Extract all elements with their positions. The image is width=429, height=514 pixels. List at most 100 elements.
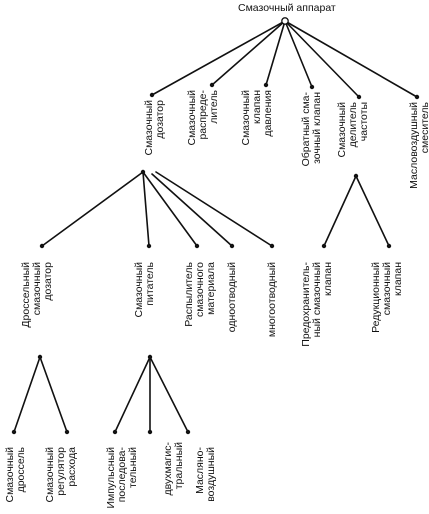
node-delitel-label: Смазочныйделительчастоты bbox=[336, 101, 370, 157]
root-label: Смазочный аппарат bbox=[238, 2, 336, 14]
node-raspredelitel-label-line: Смазочный bbox=[186, 90, 198, 146]
edge-dosator-raspylitel bbox=[142, 171, 198, 247]
node-dosator-branch-dot bbox=[140, 169, 146, 175]
node-maslovozdushny-dot bbox=[185, 429, 191, 435]
node-smesitel-label-line: смеситель bbox=[419, 101, 429, 153]
edge-root-smesitel bbox=[284, 20, 418, 98]
node-maslovozdushny-label-line: Масляно- bbox=[194, 447, 206, 494]
node-drossel-branch-dot bbox=[37, 354, 43, 360]
node-odnootvodny-dot bbox=[229, 243, 235, 249]
node-mnogootvodny-dot bbox=[269, 243, 275, 249]
node-klapan-label-line: клапан bbox=[251, 90, 263, 124]
node-raspylitel-dot bbox=[194, 243, 200, 249]
node-odnootvodny-label-line: одноотводный bbox=[226, 262, 238, 332]
node-predohranitelny-label-line: ный смазочный bbox=[311, 262, 323, 337]
node-impulsny-dot bbox=[112, 429, 118, 435]
node-redukcionny-label-line: смазочный bbox=[381, 262, 393, 315]
edge-drossel-drossel bbox=[13, 356, 41, 433]
node-impulsny-label-line: последова- bbox=[116, 447, 128, 503]
edge-dosator-pitatel bbox=[142, 171, 150, 247]
node-drossel_dosator-label-line: смазочный bbox=[31, 262, 43, 315]
node-predohranitelny-label: Предохранитель-ный смазочныйклапан bbox=[300, 262, 334, 347]
node-redukcionny-label: Редукционныйсмазочныйклапан bbox=[370, 262, 404, 333]
node-klapan-label-line: Смазочный bbox=[240, 90, 252, 146]
node-regulyator-label-line: регулятор bbox=[55, 447, 67, 496]
node-drossel_dosator-dot bbox=[39, 243, 45, 249]
edge-dosator-drossel_dosator bbox=[41, 171, 144, 247]
node-pitatel-label-line: Смазочный bbox=[133, 262, 145, 318]
node-smesitel-label-line: Масловоздушный bbox=[408, 102, 420, 189]
edge-pitatel-maslovozdushny bbox=[149, 356, 189, 433]
edge-root-delitel bbox=[284, 20, 360, 98]
node-drossel-dot bbox=[11, 429, 17, 435]
node-drossel_dosator-label: Дроссельныйсмазочныйдозатор bbox=[20, 262, 54, 328]
node-maslovozdushny-label-line: воздушный bbox=[205, 447, 217, 502]
edge-dosator-odnootvodny bbox=[151, 173, 233, 247]
node-pitatel-branch-dot bbox=[147, 354, 153, 360]
node-pitatel-label-line: питатель bbox=[144, 261, 156, 305]
node-obratny-label: Обратный сма-зочный клапан bbox=[300, 92, 323, 167]
edge-delitel-redukcionny bbox=[355, 175, 390, 247]
node-predohranitelny-label-line: клапан bbox=[322, 262, 334, 296]
node-predohranitelny-dot bbox=[321, 243, 327, 249]
node-drossel_dosator-label-line: Дроссельный bbox=[20, 262, 32, 328]
node-regulyator-dot bbox=[64, 429, 70, 435]
node-raspylitel-label-line: Распылитель bbox=[183, 261, 195, 326]
node-redukcionny-label-line: Редукционный bbox=[370, 262, 382, 333]
edge-root-raspredelitel bbox=[211, 20, 286, 86]
node-dosator-label-line: дозатор bbox=[154, 100, 166, 139]
node-delitel-branch-dot bbox=[353, 173, 359, 179]
edge-delitel-predohranitelny bbox=[323, 175, 357, 247]
node-regulyator-label: Смазочныйрегуляторрасхода bbox=[44, 447, 78, 503]
edge-root-klapan bbox=[265, 20, 286, 86]
node-smesitel-label: Масловоздушныйсмеситель bbox=[408, 101, 429, 188]
node-raspylitel-label-line: смазочного bbox=[194, 262, 206, 317]
node-klapan-label-line: давления bbox=[262, 90, 274, 137]
node-impulsny-label-line: тельный bbox=[127, 447, 139, 488]
node-dosator-label: Смазочныйдозатор bbox=[143, 100, 166, 156]
node-mnogootvodny-label: многоотводный bbox=[266, 262, 278, 337]
node-delitel-label-line: частоты bbox=[358, 102, 370, 141]
node-pitatel-dot bbox=[146, 243, 152, 249]
node-pitatel-label: Смазочныйпитатель bbox=[133, 261, 156, 317]
node-drossel-label: Смазочныйдроссель bbox=[4, 446, 27, 502]
edge-root-dosator bbox=[151, 20, 286, 96]
node-smesitel-dot bbox=[414, 94, 420, 100]
node-dosator-label-line: Смазочный bbox=[143, 100, 155, 156]
node-redukcionny-label-line: клапан bbox=[392, 262, 404, 296]
node-klapan-label: Смазочныйклапандавления bbox=[240, 90, 274, 146]
edge-root-obratny bbox=[284, 20, 313, 88]
node-impulsny-label-line: Импульсный bbox=[105, 447, 117, 509]
node-klapan-dot bbox=[263, 82, 269, 88]
node-obratny-label-line: зочный клапан bbox=[311, 92, 323, 164]
node-regulyator-label-line: Смазочный bbox=[44, 447, 56, 503]
root-node bbox=[281, 17, 289, 25]
node-raspredelitel-label: Смазочныйраспреде-литель bbox=[186, 89, 220, 145]
node-predohranitelny-label-line: Предохранитель- bbox=[300, 262, 312, 347]
node-dvuhmagistralny-dot bbox=[147, 429, 153, 435]
node-raspylitel-label-line: материала bbox=[205, 262, 217, 315]
node-dosator-dot bbox=[149, 92, 155, 98]
node-raspredelitel-label-line: литель bbox=[208, 89, 220, 123]
node-delitel-dot bbox=[356, 94, 362, 100]
node-impulsny-label: Импульсныйпоследова-тельный bbox=[105, 447, 139, 509]
node-mnogootvodny-label-line: многоотводный bbox=[266, 262, 278, 337]
edge-pitatel-impulsny bbox=[114, 356, 151, 433]
node-obratny-label-line: Обратный сма- bbox=[300, 92, 312, 167]
node-redukcionny-dot bbox=[386, 243, 392, 249]
tree-edges bbox=[13, 20, 418, 433]
node-dvuhmagistralny-label-line: двухмагис- bbox=[162, 442, 174, 496]
node-odnootvodny-label: одноотводный bbox=[226, 262, 238, 332]
node-delitel-label-line: делитель bbox=[347, 101, 359, 147]
node-maslovozdushny-label: Масляно-воздушный bbox=[194, 447, 217, 502]
node-obratny-dot bbox=[309, 84, 315, 90]
node-dvuhmagistralny-label: двухмагис-тральный bbox=[162, 442, 185, 496]
node-drossel-label-line: дроссель bbox=[15, 446, 27, 492]
edge-drossel-regulyator bbox=[39, 356, 68, 433]
node-raspylitel-label: Распылительсмазочногоматериала bbox=[183, 261, 217, 326]
node-raspredelitel-label-line: распреде- bbox=[197, 90, 209, 140]
node-dvuhmagistralny-label-line: тральный bbox=[173, 442, 185, 489]
edge-dosator-mnogootvodny bbox=[155, 171, 273, 247]
